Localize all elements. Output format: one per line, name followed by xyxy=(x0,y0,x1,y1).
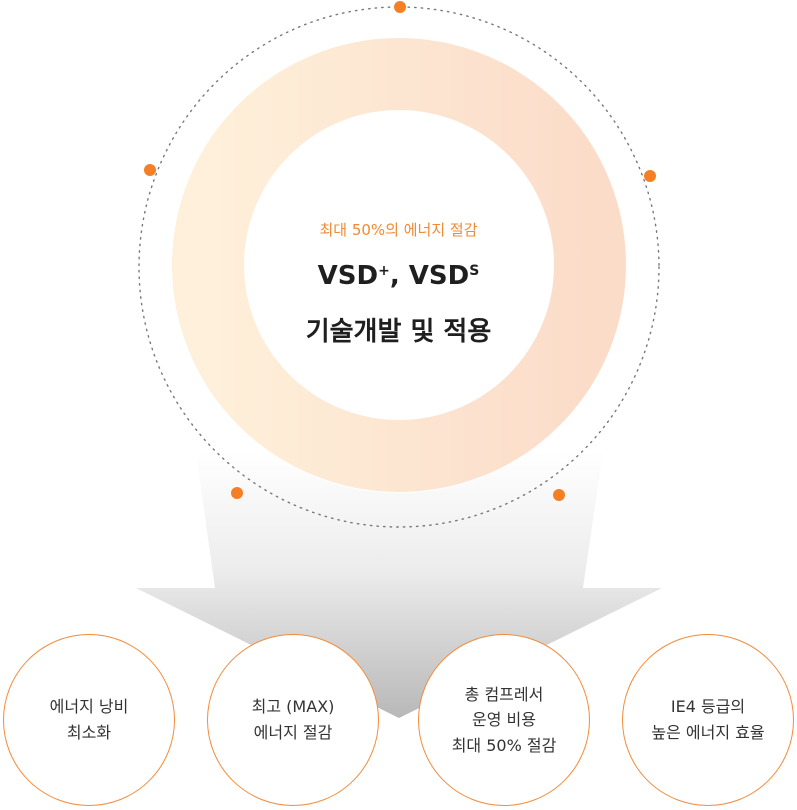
orbit-dot-bottom-right xyxy=(553,489,565,501)
benefit-line: 최대 50% 절감 xyxy=(451,735,557,755)
benefit-line: 높은 에너지 효율 xyxy=(651,723,765,742)
gradient-ring xyxy=(172,38,626,492)
dotted-orbit xyxy=(138,6,660,528)
vsd-s-label: VSD xyxy=(408,261,470,291)
benefit-line: 총 컴프레서 xyxy=(464,684,544,704)
orbit-dot-left xyxy=(144,164,156,176)
superscript-s: S xyxy=(469,263,480,279)
benefit-line: 최소화 xyxy=(66,723,112,742)
vsd-plus-label: VSD xyxy=(317,261,379,291)
benefit-line: 에너지 절감 xyxy=(253,723,333,742)
benefit-operating-cost: 총 컴프레서 운영 비용 최대 50% 절감 xyxy=(418,634,590,806)
benefit-line: 에너지 낭비 xyxy=(49,697,129,717)
hub-subtitle: 최대 50%의 에너지 절감 xyxy=(319,221,478,239)
benefit-line: IE4 등급의 xyxy=(670,697,746,717)
orbit-dot-right xyxy=(644,170,656,182)
orbit-dot-bottom-left xyxy=(231,487,243,499)
superscript-plus: + xyxy=(378,263,390,279)
hub-title-line2: 기술개발 및 적용 xyxy=(305,317,492,347)
benefit-line: 운영 비용 xyxy=(472,710,536,730)
title-separator: , xyxy=(389,261,409,291)
benefit-ie4-efficiency: IE4 등급의 높은 에너지 효율 xyxy=(622,634,794,806)
benefit-max-energy-saving: 최고 (MAX) 에너지 절감 xyxy=(207,634,379,806)
benefit-line: 최고 (MAX) xyxy=(251,697,335,717)
hub-title: VSD+, VSDS xyxy=(0,261,797,292)
orbit-dot-top xyxy=(394,1,406,13)
benefit-waste-minimization: 에너지 낭비 최소화 xyxy=(3,634,175,806)
